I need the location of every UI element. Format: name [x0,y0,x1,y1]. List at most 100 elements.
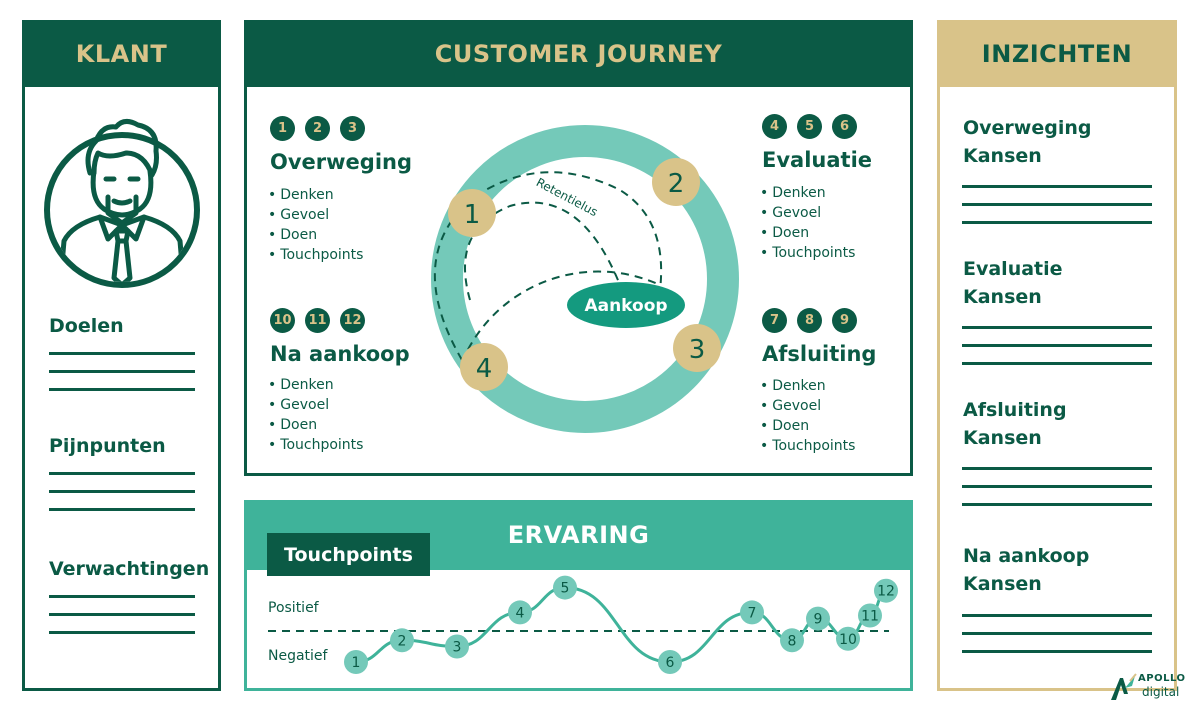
bullet-item: Gevoel [268,395,363,415]
cycle-marker [673,324,721,372]
touchpoint-marker [858,603,882,628]
aankoop-badge [567,282,685,328]
stage-title-afsluiting: Afsluiting [762,342,877,366]
brand-sub: digital [1142,685,1180,699]
cycle-marker-label: 3 [689,335,706,365]
inzichten-panel [937,20,1177,691]
insight-lines-afsluiting [962,467,1152,521]
bullet-item: Doen [268,225,363,245]
bullet-item: Gevoel [760,203,855,223]
retention-loop-outer [461,270,661,363]
klant-verwachtingen-lines [49,595,195,649]
insight-title-na-aankoop: Na aankoop Kansen [963,545,1090,595]
touchpoint-marker [836,626,860,651]
bullet-item: Gevoel [268,205,363,225]
klant-header: KLANT [22,20,221,87]
klant-panel [22,20,221,691]
touchpoint-marker [740,600,764,625]
apollo-digital-logo: APOLLO digital [1108,670,1190,704]
touchpoint-label: 9 [814,612,823,628]
stage-number: 7 [762,308,787,333]
bullet-item: Touchpoints [268,435,363,455]
insight-lines-evaluatie [962,326,1152,380]
klant-section-doelen: Doelen [49,315,124,337]
bullet-item: Gevoel [760,396,855,416]
bullet-item: Denken [268,375,363,395]
bullet-item: Touchpoints [760,436,855,456]
journey-header: CUSTOMER JOURNEY [244,20,913,87]
stage-number: 4 [762,114,787,139]
journey-header-text: CUSTOMER JOURNEY [434,39,723,68]
touchpoint-label: 11 [861,609,879,625]
negative-label: Negatief [268,648,328,664]
stage-bullets-afsluiting: Denken Gevoel Doen Touchpoints [760,376,855,456]
stage-number: 5 [797,114,822,139]
stage-number: 3 [340,116,365,141]
touchpoint-marker [874,578,898,603]
klant-section-verwachtingen: Verwachtingen [49,558,210,580]
bullet-item: Denken [268,185,363,205]
touchpoint-marker [344,650,368,674]
stage-bullets-evaluatie: Denken Gevoel Doen Touchpoints [760,183,855,263]
inzichten-header-text: INZICHTEN [981,39,1133,68]
stage-title-na-aankoop: Na aankoop [270,342,410,366]
cycle-marker [652,158,700,206]
customer-avatar-icon [44,119,200,288]
journey-cycle-diagram: Retentielus Aankoop 1 2 3 4 [431,125,739,433]
stage-title-overweging: Overweging [270,150,412,174]
klant-pijnpunten-lines [49,472,195,526]
cycle-marker [448,189,496,237]
stage-bullets-na-aankoop: Denken Gevoel Doen Touchpoints [268,375,363,455]
cycle-marker-label: 1 [464,200,481,230]
insight-lines-overweging [962,185,1152,239]
klant-section-pijnpunten: Pijnpunten [49,435,166,457]
bullet-item: Denken [760,376,855,396]
stage-number: 1 [270,116,295,141]
touchpoint-label: 6 [666,655,675,671]
brand-name: APOLLO [1138,673,1186,684]
insight-title-overweging: Overweging Kansen [963,117,1092,167]
touchpoint-marker [806,606,830,631]
stage-title-evaluatie: Evaluatie [762,148,873,172]
stage-number: 9 [832,308,857,333]
klant-header-text: KLANT [75,39,168,68]
bullet-item: Doen [760,223,855,243]
aankoop-label: Aankoop [584,296,667,316]
touchpoint-marker [553,575,577,600]
positive-label: Positief [268,600,319,616]
bullet-item: Touchpoints [760,243,855,263]
insight-title-evaluatie: Evaluatie Kansen [963,258,1063,308]
cycle-marker-label: 2 [668,169,685,199]
touchpoints-tag: Touchpoints [267,533,430,576]
touchpoint-marker [445,634,469,659]
insight-lines-na-aankoop [962,614,1152,668]
touchpoint-marker [658,650,682,674]
bullet-item: Touchpoints [268,245,363,265]
stage-number: 12 [340,308,365,333]
rocket-icon [1111,673,1137,700]
touchpoint-label: 8 [788,633,797,649]
stage-number: 6 [832,114,857,139]
touchpoint-label: 5 [561,581,570,597]
touchpoint-label: 7 [748,605,757,621]
touchpoint-label: 12 [877,584,895,600]
experience-curve [355,586,887,664]
ervaring-header-text: ERVARING [507,521,650,549]
inzichten-header: INZICHTEN [937,20,1177,87]
stage-number: 2 [305,116,330,141]
touchpoint-label: 1 [352,655,361,671]
touchpoint-marker [508,600,532,625]
bullet-item: Denken [760,183,855,203]
stage-number: 11 [305,308,330,333]
insight-title-afsluiting: Afsluiting Kansen [963,399,1067,449]
klant-doelen-lines [49,352,195,406]
cycle-marker [460,343,508,391]
stage-number: 8 [797,308,822,333]
stage-bullets-overweging: Denken Gevoel Doen Touchpoints [268,185,363,265]
cycle-marker-label: 4 [476,354,493,384]
touchpoint-marker [390,628,414,653]
bullet-item: Doen [760,416,855,436]
touchpoint-label: 2 [398,633,407,649]
touchpoint-marker [780,628,804,653]
